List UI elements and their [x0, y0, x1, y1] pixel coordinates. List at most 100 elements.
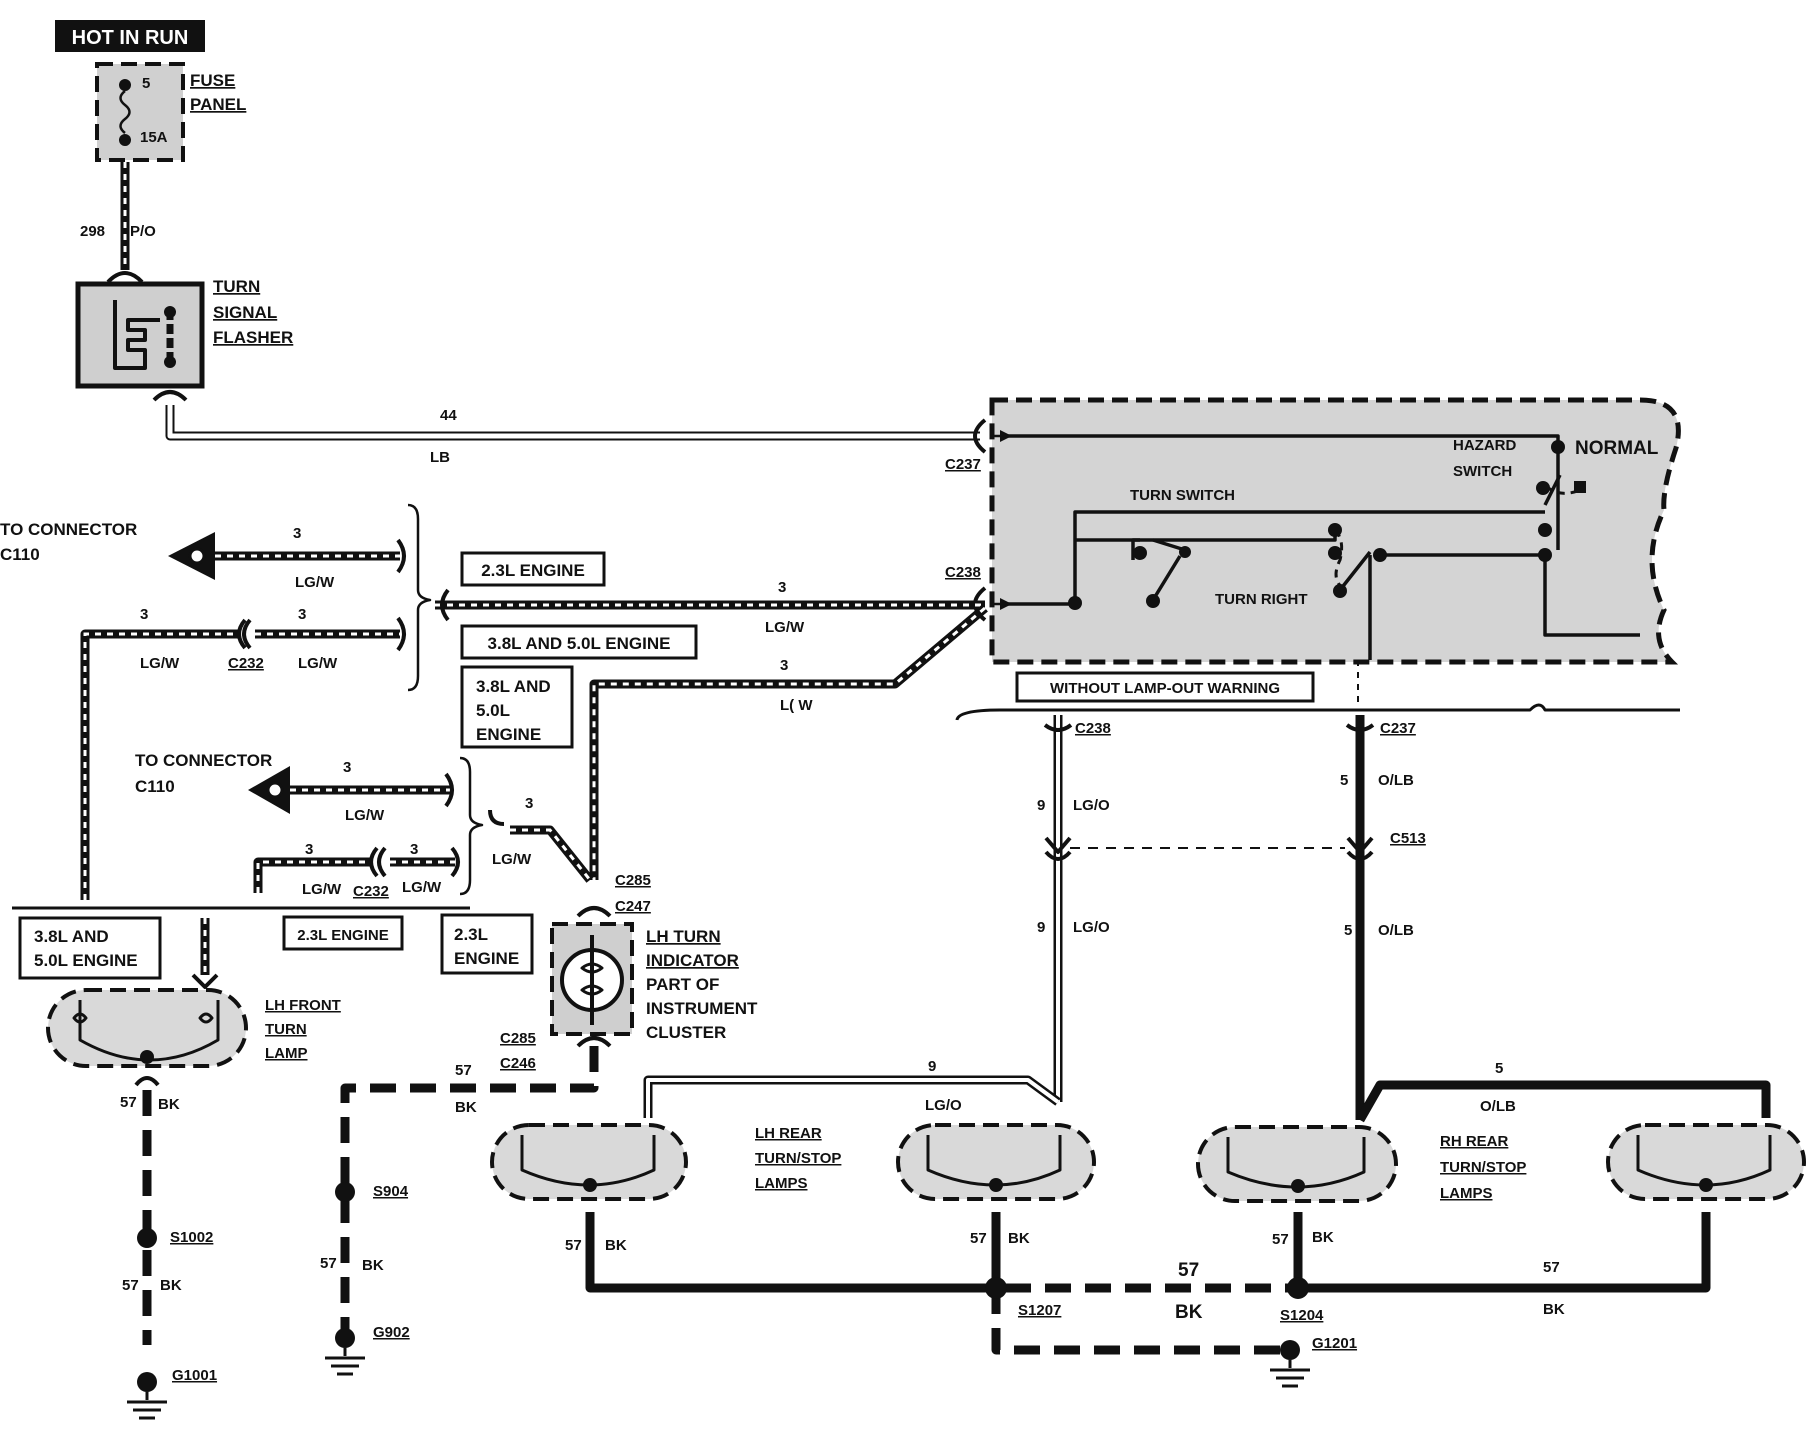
wire-3-lower-c232r-circuit: 3 — [410, 841, 418, 858]
wire-298-color: P/O — [130, 223, 156, 240]
lh-turn-indicator-label-3: PART OF — [646, 975, 719, 994]
flasher-label-1: TURN — [213, 277, 260, 296]
c237-lower-label: C237 — [1380, 720, 1416, 737]
c247-label: C247 — [615, 898, 651, 915]
rh-rear-lamp-outer — [1606, 1123, 1806, 1201]
wire-3-lower-c232l-color: LG/W — [302, 881, 342, 898]
wire-3-c247-circuit: 3 — [525, 795, 533, 812]
c238-lower-label: C238 — [1075, 720, 1111, 737]
c285-indicator-top: C285 — [615, 872, 651, 889]
lh-front-lamp-label-1: LH FRONT — [265, 997, 341, 1014]
flasher-label-2: SIGNAL — [213, 303, 277, 322]
rh-rear-label-1: RH REAR — [1440, 1133, 1509, 1150]
lh-front-lamp-label-2: TURN — [265, 1021, 307, 1038]
wire-3-lower-circuit: 3 — [343, 759, 351, 776]
to-connector-label-1: TO CONNECTOR — [0, 520, 137, 539]
fuse-panel: 5 15A — [95, 62, 185, 162]
wire-3-38-circuit: 3 — [780, 657, 788, 674]
wire-3-c232l-color: LG/W — [140, 655, 180, 672]
lh-rear-label-3: LAMPS — [755, 1175, 808, 1192]
lh-turn-indicator-label-4: INSTRUMENT — [646, 999, 758, 1018]
wire-57-s1002-color: BK — [160, 1277, 182, 1294]
turn-switch-label: TURN SWITCH — [1130, 487, 1235, 504]
wire-57-lh-rear-outer — [585, 1212, 996, 1293]
engine-38-stack-2: 5.0L — [476, 701, 510, 720]
c232-label-lower: C232 — [353, 883, 389, 900]
lh-turn-indicator — [550, 922, 634, 1036]
g1201-label: G1201 — [1312, 1335, 1357, 1352]
ground-g1201-icon — [1270, 1360, 1310, 1388]
without-lamp-out-box — [1015, 671, 1315, 703]
splice-s1002 — [137, 1228, 157, 1248]
lh-rear-lamp-outer — [490, 1123, 688, 1201]
wire-57-bus-circuit: 57 — [1178, 1260, 1199, 1281]
hot-in-run-badge: HOT IN RUN — [55, 20, 205, 52]
engine-38-50-two-box — [18, 916, 162, 980]
hazard-switch-label-1: HAZARD — [1453, 437, 1516, 454]
fuse-label-2: PANEL — [190, 95, 246, 114]
wire-3-top-circuit: 3 — [293, 525, 301, 542]
wire-3-c232r-color: LG/W — [298, 655, 338, 672]
engine-38-stack-3: ENGINE — [476, 725, 541, 744]
turn-right-label: TURN RIGHT — [1215, 591, 1308, 608]
wire-57-rhri-color: BK — [1312, 1229, 1334, 1246]
engine-23-lower-box — [282, 915, 404, 951]
turn-hazard-switch-assembly — [989, 397, 1681, 665]
wire-9-upper-circuit: 9 — [1037, 797, 1045, 814]
wire-5-lower-color: O/LB — [1378, 922, 1414, 939]
lh-rear-lamp-inner — [896, 1123, 1096, 1201]
wire-57-lhf-color: BK — [158, 1096, 180, 1113]
s904-label: S904 — [373, 1183, 409, 1200]
wire-57-rhro-circuit: 57 — [1543, 1259, 1560, 1276]
wire-5-lower-circuit: 5 — [1344, 922, 1352, 939]
engine-23-label: 2.3L ENGINE — [481, 561, 585, 580]
wire-44-circuit: 44 — [440, 407, 457, 424]
wire-5-upper-circuit: 5 — [1340, 772, 1348, 789]
wire-3-23-color: LG/W — [765, 619, 805, 636]
hot-in-run-label: HOT IN RUN — [72, 27, 189, 49]
wire-57-rh-rear-outer — [1298, 1212, 1711, 1293]
flasher-label-3: FLASHER — [213, 328, 293, 347]
rh-rear-label-3: LAMPS — [1440, 1185, 1493, 1202]
wire-57-lhr-color: BK — [605, 1237, 627, 1254]
wire-9-rear-color: LG/O — [925, 1097, 962, 1114]
splice-s904 — [335, 1182, 355, 1202]
wire-3-c232r-circuit: 3 — [298, 606, 306, 623]
lh-front-turn-lamp — [46, 988, 248, 1068]
fuse-number: 5 — [142, 75, 150, 92]
s1207-label: S1207 — [1018, 1302, 1061, 1319]
wire-57-ground-g1201 — [991, 1288, 1280, 1355]
splice-s1207 — [985, 1277, 1007, 1299]
c238-switch-label: C238 — [945, 564, 981, 581]
engine-38-two-2: 5.0L ENGINE — [34, 951, 138, 970]
wire-57-rhri-circuit: 57 — [1272, 1231, 1289, 1248]
wire-3-lower-c232l-circuit: 3 — [305, 841, 313, 858]
wire-5-upper-color: O/LB — [1378, 772, 1414, 789]
wire-57-lhr-circuit: 57 — [565, 1237, 582, 1254]
hazard-switch-label-2: SWITCH — [1453, 463, 1512, 480]
c232-label-top: C232 — [228, 655, 264, 672]
wire-9-lower-circuit: 9 — [1037, 919, 1045, 936]
wire-44 — [165, 405, 980, 441]
wire-9-upper-color: LG/O — [1073, 797, 1110, 814]
wire-57-lhri-color: BK — [1008, 1230, 1030, 1247]
lh-turn-indicator-label-2: INDICATOR — [646, 951, 739, 970]
s1204-label: S1204 — [1280, 1307, 1324, 1324]
lh-turn-indicator-label-1: LH TURN — [646, 927, 721, 946]
engine-23-box — [460, 551, 606, 587]
wire-57-lhri-circuit: 57 — [970, 1230, 987, 1247]
ground-g1001-icon — [127, 1392, 167, 1420]
wire-3-38-color: L( W — [780, 697, 813, 714]
wire-57-indicator-color: BK — [455, 1099, 477, 1116]
c237-switch-label: C237 — [945, 456, 981, 473]
wire-57-lhf-circuit: 57 — [120, 1094, 137, 1111]
wire-3-lower-c232r-color: LG/W — [402, 879, 442, 896]
normal-label: NORMAL — [1575, 438, 1659, 459]
turn-signal-flasher — [75, 281, 205, 389]
engine-38-two-1: 3.8L AND — [34, 927, 109, 946]
lh-turn-indicator-label-5: CLUSTER — [646, 1023, 726, 1042]
g902-label: G902 — [373, 1324, 410, 1341]
engine-38-50-box — [460, 624, 698, 660]
c513-label: C513 — [1390, 830, 1426, 847]
